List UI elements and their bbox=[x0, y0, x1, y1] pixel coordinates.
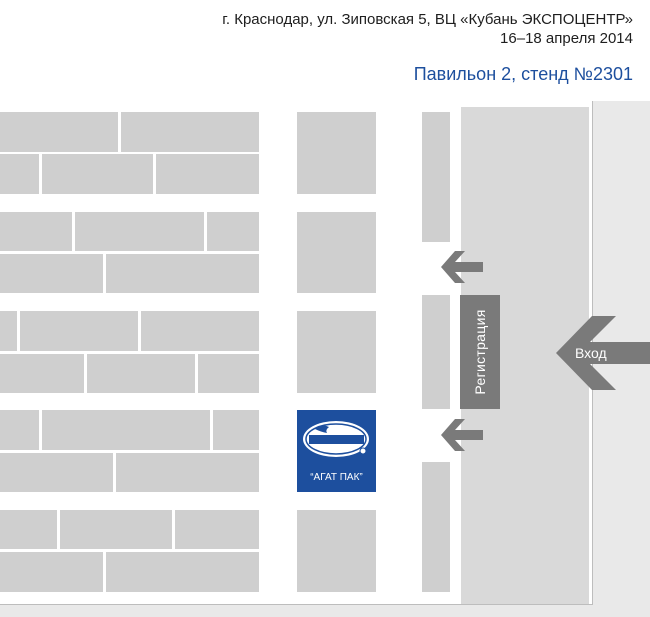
booth bbox=[0, 410, 39, 450]
booth bbox=[156, 154, 259, 194]
tauras-fenix-logo-icon bbox=[303, 421, 369, 457]
booth bbox=[106, 552, 259, 592]
booth bbox=[207, 212, 259, 251]
booth bbox=[0, 354, 84, 393]
booth bbox=[0, 212, 72, 251]
hall-floor: Регистрация “АГАТ ПАК” bbox=[0, 101, 593, 605]
highlighted-stand-agat-pak[interactable]: “АГАТ ПАК” bbox=[297, 410, 376, 492]
booth bbox=[297, 510, 376, 592]
booth bbox=[198, 354, 259, 393]
booth bbox=[106, 254, 259, 293]
booth bbox=[422, 462, 450, 592]
booth bbox=[42, 410, 210, 450]
booth bbox=[213, 410, 259, 450]
dates: 16–18 апреля 2014 bbox=[500, 30, 633, 47]
arrow-left-icon bbox=[441, 419, 483, 451]
booth bbox=[121, 112, 259, 152]
entrance-arrow-icon bbox=[556, 316, 650, 390]
booth bbox=[422, 295, 450, 409]
registration-desk: Регистрация bbox=[460, 295, 500, 409]
entrance-label: Вход bbox=[575, 345, 607, 361]
exhibition-hall: Регистрация “АГАТ ПАК” Вход bbox=[0, 101, 650, 617]
booth bbox=[0, 154, 39, 194]
registration-label: Регистрация bbox=[472, 309, 488, 395]
booth bbox=[0, 552, 103, 592]
booth bbox=[0, 510, 57, 549]
header-address: г. Краснодар, ул. Зиповская 5, ВЦ «Кубан… bbox=[222, 10, 633, 48]
booth bbox=[422, 112, 450, 242]
booth bbox=[20, 311, 138, 351]
booth bbox=[175, 510, 259, 549]
booth bbox=[60, 510, 172, 549]
pavilion-title: Павильон 2, стенд №2301 bbox=[413, 64, 633, 84]
address-line: г. Краснодар, ул. Зиповская 5, ВЦ «Кубан… bbox=[222, 11, 633, 28]
booth bbox=[75, 212, 204, 251]
arrow-left-icon bbox=[441, 251, 483, 283]
booth bbox=[116, 453, 259, 492]
booth bbox=[87, 354, 195, 393]
booth bbox=[0, 453, 113, 492]
booth bbox=[297, 112, 376, 194]
booth bbox=[0, 311, 17, 351]
booth bbox=[42, 154, 153, 194]
booth bbox=[297, 212, 376, 293]
booth bbox=[141, 311, 259, 351]
booth bbox=[297, 311, 376, 393]
booth bbox=[0, 254, 103, 293]
stand-label: “АГАТ ПАК” bbox=[310, 472, 363, 483]
booth bbox=[0, 112, 118, 152]
